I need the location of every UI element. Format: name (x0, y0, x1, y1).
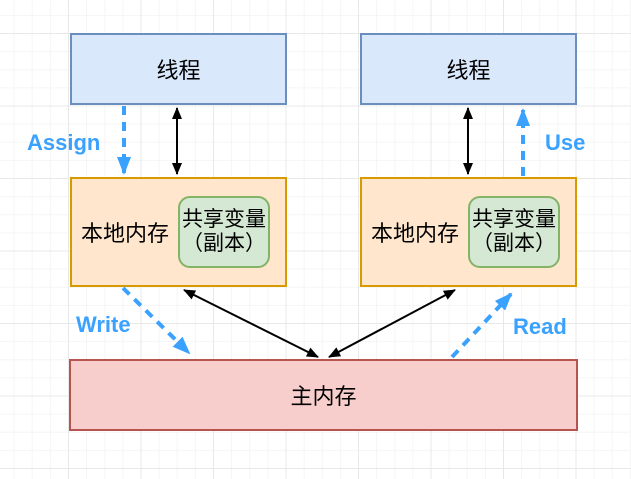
localmemory-mainmemory-arrow-left (183, 289, 319, 358)
thread-node-right: 线程 (360, 33, 577, 105)
shared-variable-left-line1: 共享变量 (182, 208, 266, 231)
main-memory-node: 主内存 (69, 359, 578, 431)
shared-variable-right-line1: 共享变量 (472, 208, 556, 231)
thread-node-left: 线程 (70, 33, 287, 105)
local-memory-right-label: 本地内存 (370, 221, 459, 246)
shared-variable-copy-node-left: 共享变量 （副本） (178, 196, 270, 268)
local-memory-left-label: 本地内存 (80, 221, 169, 246)
write-arrow (121, 286, 191, 355)
local-memory-node-right: 本地内存 共享变量 （副本） (360, 177, 577, 287)
local-memory-node-left: 本地内存 共享变量 （副本） (70, 177, 287, 287)
thread-node-left-label: 线程 (156, 58, 201, 83)
use-label: Use (545, 130, 586, 155)
localmemory-mainmemory-arrow-right (328, 289, 456, 358)
shared-variable-copy-node-right: 共享变量 （副本） (468, 196, 560, 268)
write-label: Write (76, 312, 131, 337)
read-label: Read (513, 314, 567, 339)
shared-variable-right-line2: （副本） (472, 232, 556, 255)
shared-variable-left-line2: （副本） (182, 232, 266, 255)
assign-label: Assign (27, 130, 101, 155)
read-arrow (450, 292, 513, 359)
thread-node-right-label: 线程 (446, 58, 491, 83)
main-memory-label: 主内存 (290, 384, 357, 409)
